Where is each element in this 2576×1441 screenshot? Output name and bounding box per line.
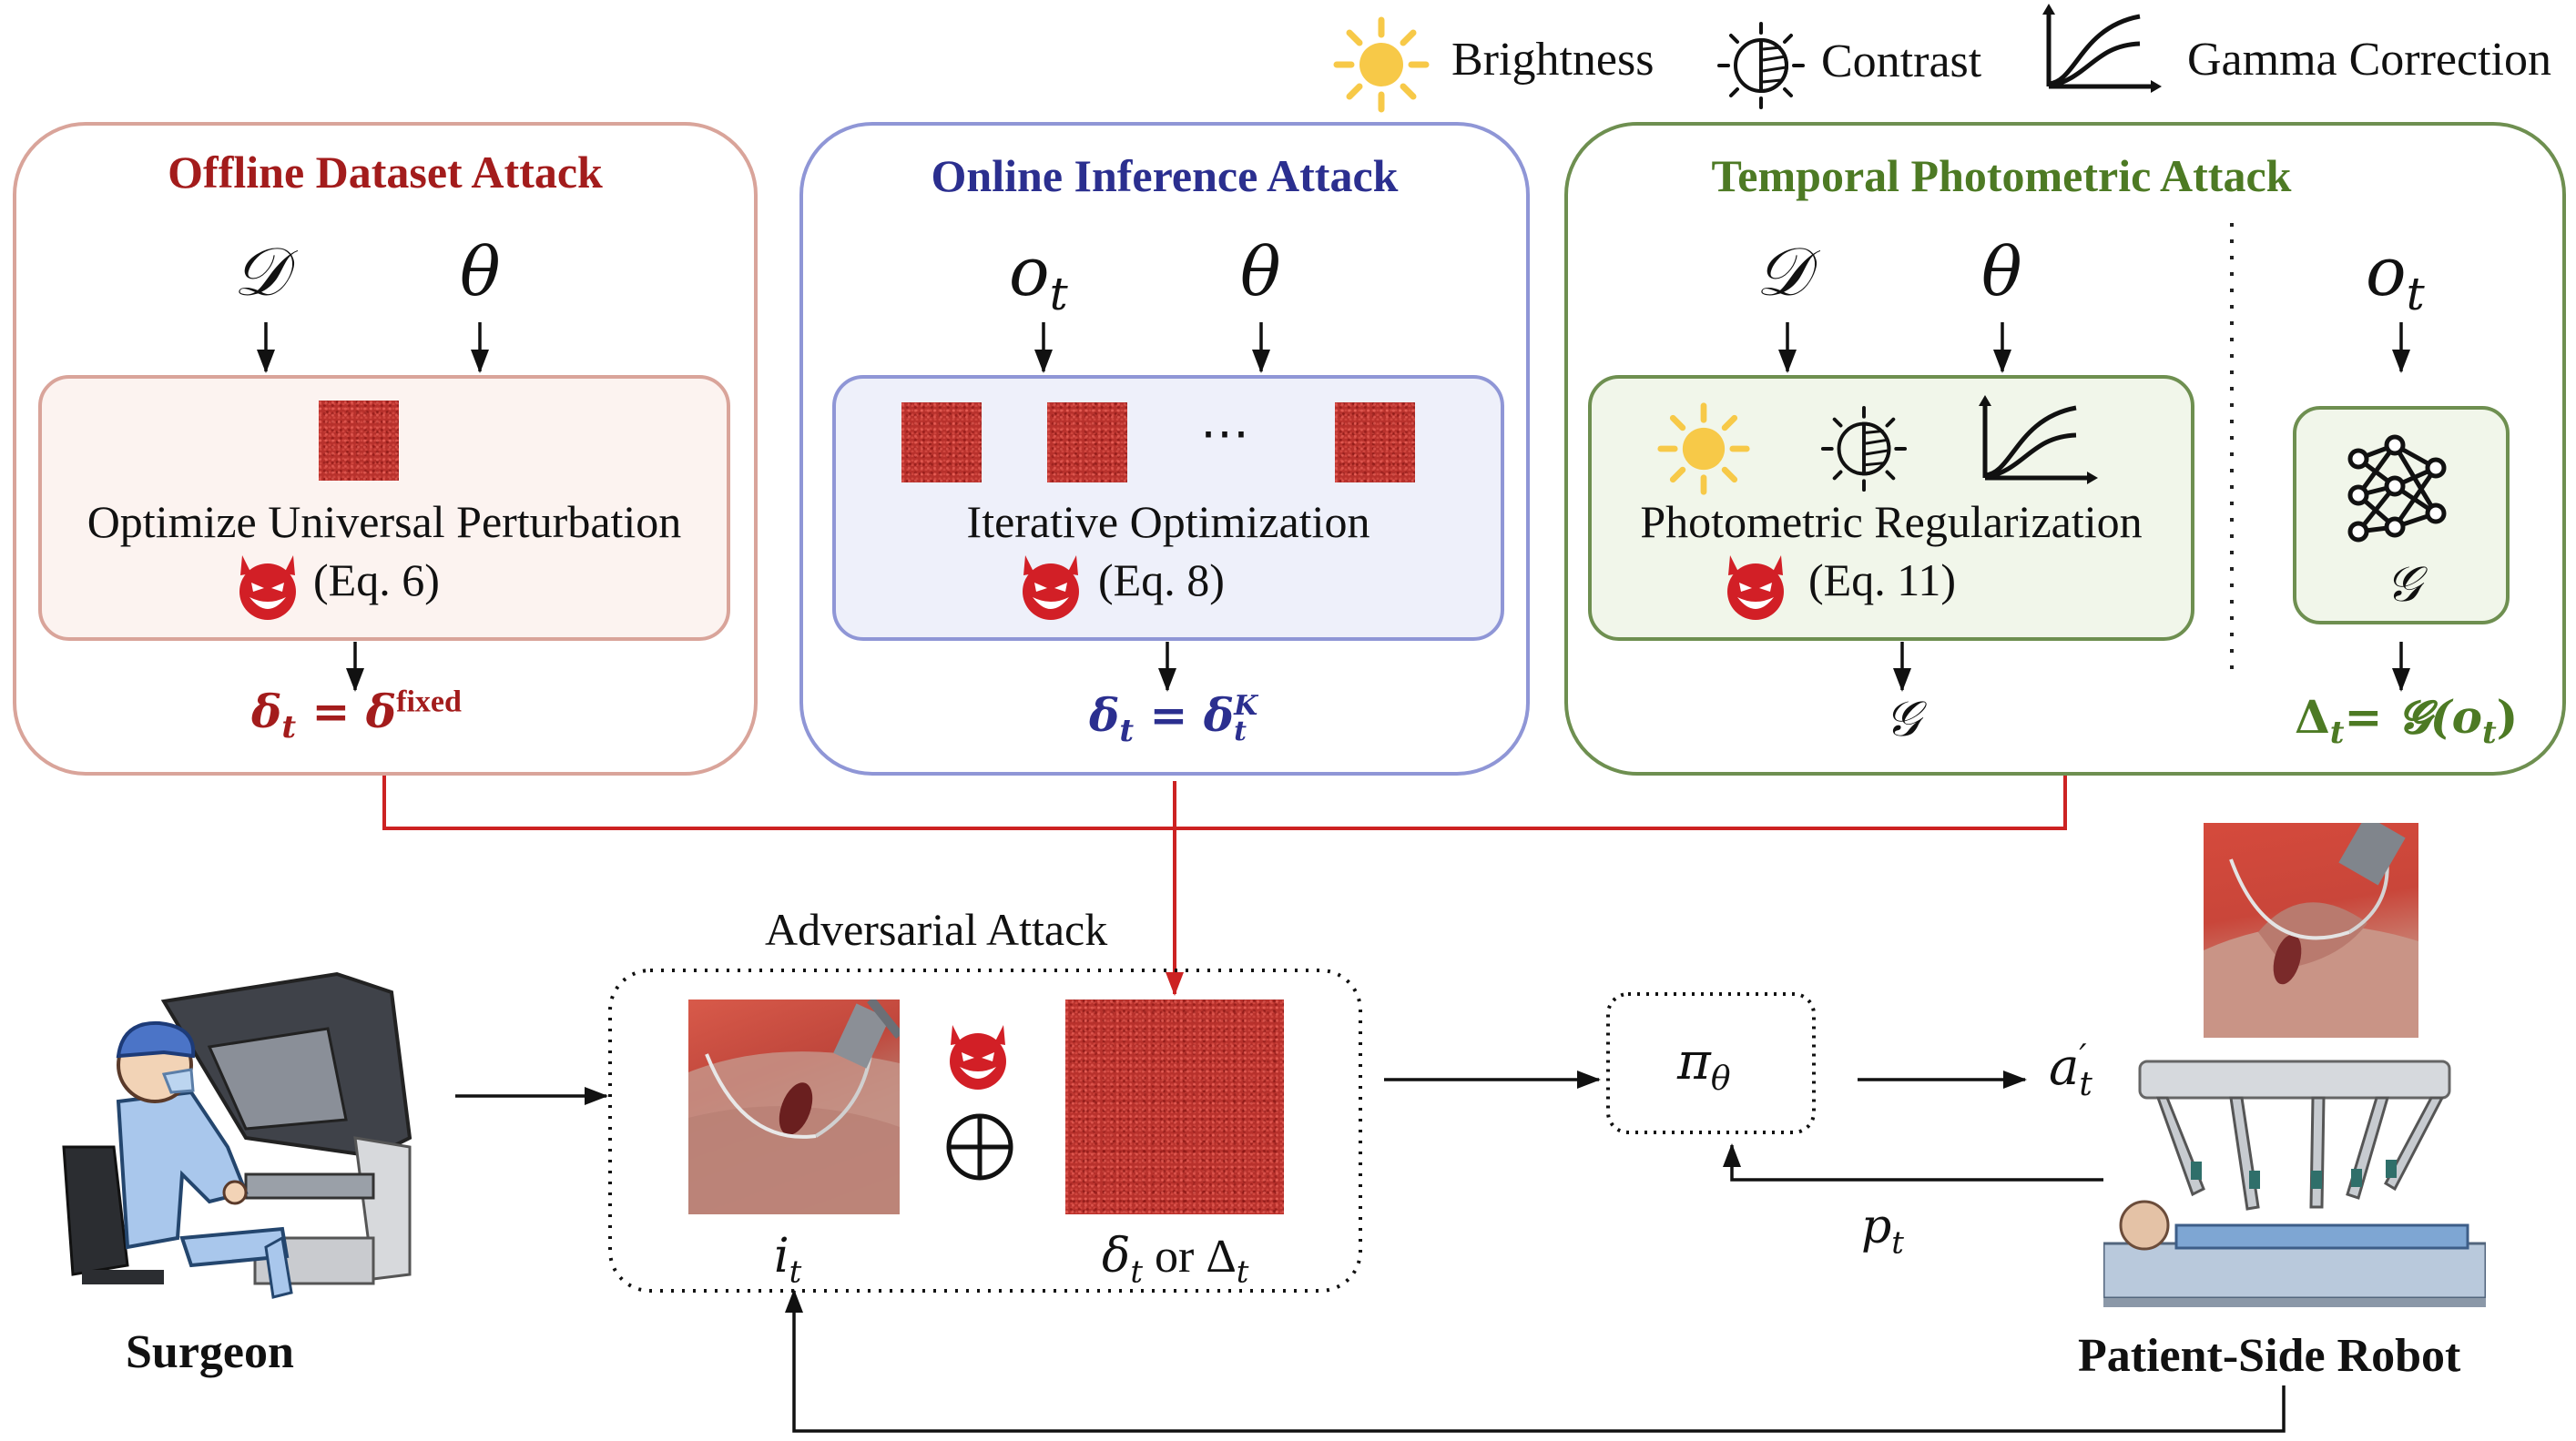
- online-caption: Iterative Optimization: [966, 496, 1370, 547]
- proprioception-label: pt: [1861, 1200, 1904, 1262]
- patient-side-robot-illustration: [2103, 1052, 2486, 1316]
- perturbation-label: δt or Δt: [1102, 1229, 1249, 1291]
- red-connector: [382, 774, 2067, 830]
- offline-caption: Optimize Universal Perturbation: [87, 496, 682, 547]
- offline-attack-panel: Offline Dataset Attack: [13, 122, 758, 776]
- sun-icon: [1333, 16, 1430, 113]
- online-title: Online Inference Attack: [931, 150, 1399, 201]
- legend-brightness: Brightness: [1451, 34, 1655, 86]
- image-label: it: [774, 1229, 802, 1291]
- iterative-dots: ⋯: [1200, 406, 1249, 461]
- temporal-output: Δt= 𝓖(ot): [2295, 690, 2519, 751]
- temporal-caption: Photometric Regularization: [1640, 496, 2143, 547]
- offline-output: δt = δfixed: [251, 685, 462, 746]
- surgeon-illustration: [27, 965, 455, 1311]
- offline-theta-symbol: θ: [460, 233, 501, 311]
- iterative-patch-1: [901, 402, 982, 482]
- universal-perturbation-patch: [319, 401, 399, 481]
- robot-camera-image: [2204, 823, 2418, 1038]
- offline-eq-ref: (Eq. 6): [313, 554, 440, 605]
- gamma-curve-icon: [2042, 4, 2162, 93]
- iterative-patch-2: [1047, 402, 1127, 482]
- contrast-icon: [1820, 405, 1908, 492]
- online-eq-ref: (Eq. 8): [1098, 554, 1225, 605]
- surgeon-label: Surgeon: [126, 1326, 294, 1378]
- temporal-title: Temporal Photometric Attack: [1711, 150, 2292, 201]
- online-observation-symbol: ot: [1009, 233, 1068, 320]
- temporal-dataset-symbol: 𝒟: [1756, 233, 1810, 311]
- generator-label: 𝒢: [2386, 555, 2421, 613]
- devil-icon: [950, 1025, 1006, 1090]
- arrow-robot-to-policy: [1723, 1143, 2160, 1182]
- legend-gamma: Gamma Correction: [2187, 34, 2551, 86]
- devil-icon: [239, 555, 296, 620]
- action-label: a′t: [2049, 1038, 2092, 1103]
- temporal-eq-ref: (Eq. 11): [1808, 554, 1956, 605]
- online-attack-panel: Online Inference Attack: [799, 122, 1530, 776]
- arrow-robot-to-image: [785, 1289, 2286, 1433]
- legend-contrast: Contrast: [1821, 36, 1982, 87]
- policy-box: [1606, 992, 1816, 1134]
- contrast-icon: [1717, 22, 1805, 109]
- policy-label: πθ: [1677, 1032, 1731, 1099]
- iterative-patch-k: [1335, 402, 1415, 482]
- sun-icon: [1657, 402, 1750, 495]
- temporal-attack-panel: Temporal Photometric Attack: [1564, 122, 2566, 776]
- adversarial-attack-title: Adversarial Attack: [765, 904, 1108, 955]
- online-theta-symbol: θ: [1240, 233, 1281, 311]
- offline-title: Offline Dataset Attack: [168, 147, 603, 198]
- temporal-observation-symbol: ot: [2366, 233, 2425, 320]
- gamma-curve-icon: [1979, 395, 2098, 484]
- adversarial-attack-box: [608, 969, 1362, 1293]
- perturbation-image: [1065, 1000, 1284, 1214]
- temporal-generator-output: 𝒢: [1885, 690, 1920, 747]
- neural-network-icon: [2347, 434, 2447, 543]
- temporal-theta-symbol: θ: [1981, 233, 2022, 311]
- robot-label: Patient-Side Robot: [2078, 1330, 2461, 1382]
- offline-dataset-symbol: 𝒟: [233, 233, 288, 311]
- surgical-image: [688, 1000, 900, 1214]
- devil-icon: [1727, 555, 1784, 620]
- devil-icon: [1023, 555, 1079, 620]
- oplus-icon: [946, 1113, 1013, 1181]
